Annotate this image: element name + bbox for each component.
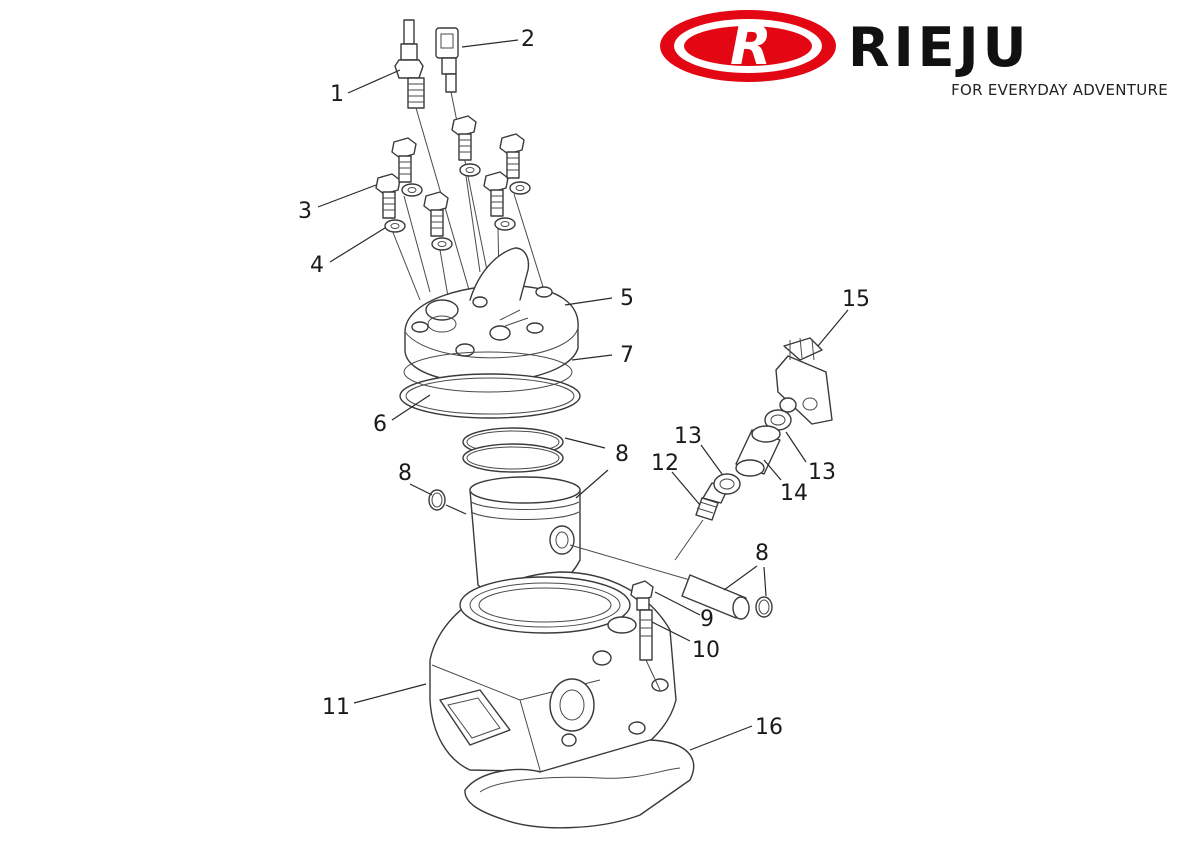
nipple <box>674 482 729 561</box>
head-bolts <box>375 115 545 327</box>
piston-pin <box>681 574 750 620</box>
hose-clamps <box>713 409 792 495</box>
head-bolt <box>391 137 417 183</box>
callout-10: 10 <box>692 638 720 663</box>
callout-11: 11 <box>322 695 350 720</box>
spark-plug <box>394 19 473 301</box>
callout-7: 7 <box>620 343 634 368</box>
base-gasket <box>464 739 695 829</box>
head-bolt <box>499 133 525 179</box>
brand-tagline: FOR EVERYDAY ADVENTURE <box>951 81 1168 99</box>
head-bolt <box>423 191 449 237</box>
callout-13-right: 13 <box>808 460 836 485</box>
head-bolt <box>375 173 401 219</box>
callout-16: 16 <box>755 715 783 740</box>
callout-9: 9 <box>700 607 714 632</box>
leader-lines <box>317 39 849 751</box>
callout-8-pin: 8 <box>755 541 769 566</box>
callout-5: 5 <box>620 286 634 311</box>
callout-2: 2 <box>521 27 535 52</box>
callout-labels: 1 2 3 4 5 6 7 8 8 8 9 10 11 12 13 13 14 … <box>298 27 870 740</box>
callout-8-circlip: 8 <box>398 461 412 486</box>
callout-13-left: 13 <box>674 424 702 449</box>
piston-assembly <box>462 427 691 597</box>
callout-12: 12 <box>651 451 679 476</box>
logo-letter: R <box>730 14 772 77</box>
logo-oval-core <box>684 26 812 66</box>
pressure-sensor <box>775 337 833 425</box>
brand-wordmark: RIEJU <box>848 16 1031 79</box>
callout-3: 3 <box>298 199 312 224</box>
callout-6: 6 <box>373 412 387 437</box>
circlips <box>428 489 773 618</box>
brand-logo: R RIEJU FOR EVERYDAY ADVENTURE <box>660 10 1168 99</box>
callout-14: 14 <box>780 481 808 506</box>
head-bolt <box>451 115 477 161</box>
head-gaskets <box>399 351 581 419</box>
callout-4: 4 <box>310 253 324 278</box>
stud-assembly <box>630 580 661 691</box>
cylinder <box>429 571 677 773</box>
callout-8-rings: 8 <box>615 442 629 467</box>
cylinder-head <box>404 247 579 384</box>
callout-1: 1 <box>330 82 344 107</box>
hose <box>735 425 781 477</box>
head-bolt <box>483 171 509 217</box>
callout-15: 15 <box>842 287 870 312</box>
washers <box>384 163 531 251</box>
